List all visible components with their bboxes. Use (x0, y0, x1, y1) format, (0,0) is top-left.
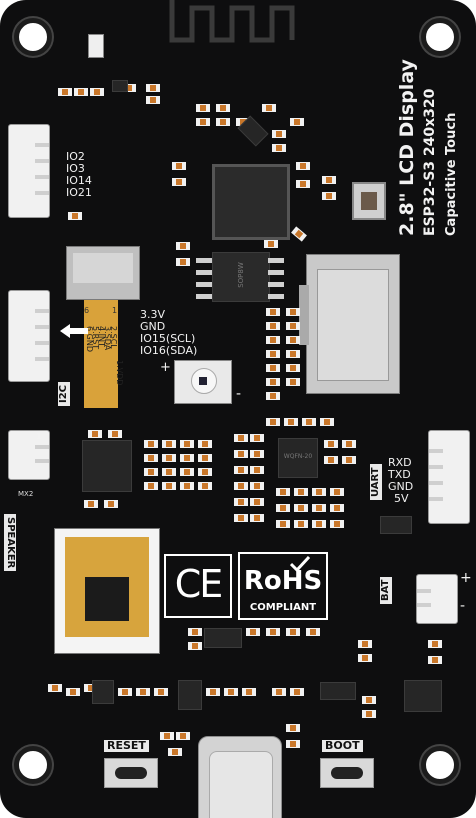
rohs-compliant: COMPLIANT (249, 602, 317, 613)
i2c-connector (8, 290, 50, 382)
sd-card-slot (299, 254, 400, 394)
mounting-hole-bottom-left (14, 746, 52, 784)
ce-mark-text: CE (174, 562, 224, 606)
uart-connector (428, 430, 470, 524)
touch-chip-label: WQFN-20 (283, 453, 313, 460)
rgb-led-minus: - (236, 386, 242, 402)
uart-pin-gnd: GND (388, 480, 414, 493)
wifi-antenna-trace (169, 0, 295, 43)
bat-plus: + (460, 570, 472, 586)
speaker-connector (8, 430, 50, 480)
speaker-conn-label: MX2 (18, 490, 34, 498)
uart-tag: UART (370, 464, 382, 500)
ribbon-mark-right: 1 (112, 306, 118, 315)
i2c-tag: I2C (58, 381, 70, 406)
speaker-pin-mark: 1 (36, 432, 42, 442)
bat-tag: BAT (380, 576, 392, 604)
uart-pin-rxd: RXD (388, 456, 412, 469)
esp32-module (54, 528, 160, 654)
ribbon-mark-left: 6 (84, 306, 90, 315)
speaker-tag: SPEAKER (4, 514, 16, 572)
rgb-led (174, 360, 232, 404)
i2c-pin-3v3: 3.3V (140, 308, 166, 321)
mounting-hole-top-left (14, 18, 52, 56)
rgb-led-plus: + (160, 360, 171, 375)
crystal (352, 182, 386, 220)
io-label-io2: IO2 (66, 150, 85, 163)
boot-button[interactable] (320, 758, 374, 788)
board-subtitle: ESP32-S3 240x320 (422, 88, 438, 236)
usb-c-port[interactable] (198, 736, 282, 818)
io-label-io3: IO3 (66, 162, 85, 175)
boot-label: BOOT (322, 740, 363, 752)
ribbon-label-2scl: 2.SCL (109, 326, 118, 349)
uart-pin-txd: TXD (388, 468, 411, 481)
i2c-pin-sda: IO16(SDA) (140, 344, 198, 357)
rohs-mark: RoHS COMPLIANT (238, 552, 328, 620)
power-led (88, 34, 104, 58)
io-label-io14: IO14 (66, 174, 92, 187)
rohs-text: RoHS (243, 566, 323, 596)
io-label-io21: IO21 (66, 186, 92, 199)
amp-chip (82, 440, 132, 492)
i2c-pin-gnd: GND (140, 320, 166, 333)
flash-chip-label: SOP8W (237, 262, 245, 288)
touch-controller-chip: WQFN-20 (278, 438, 318, 478)
ribbon-connector (66, 246, 140, 300)
bat-minus: - (460, 598, 466, 614)
mounting-hole-top-right (421, 18, 459, 56)
esp32-s3-chip (212, 164, 290, 240)
flex-ribbon (84, 300, 118, 408)
i2c-arrow-icon (60, 324, 88, 338)
mounting-hole-bottom-right (421, 746, 459, 784)
reset-button[interactable] (104, 758, 158, 788)
rohs-check-icon (290, 556, 310, 572)
i2c-pin-scl: IO15(SCL) (140, 332, 196, 345)
uart-pin-5v: 5V (394, 492, 409, 505)
board-subtitle-touch: Capacitive Touch (444, 112, 459, 236)
ce-mark: CE (164, 554, 232, 618)
battery-connector (416, 574, 458, 624)
board-title: 2.8" LCD Display (396, 59, 418, 236)
io-connector (8, 124, 50, 218)
ribbon-label-1vdd: 1.VDD (115, 360, 124, 386)
flash-chip: SOP8W (212, 252, 270, 302)
reset-label: RESET (104, 740, 149, 752)
